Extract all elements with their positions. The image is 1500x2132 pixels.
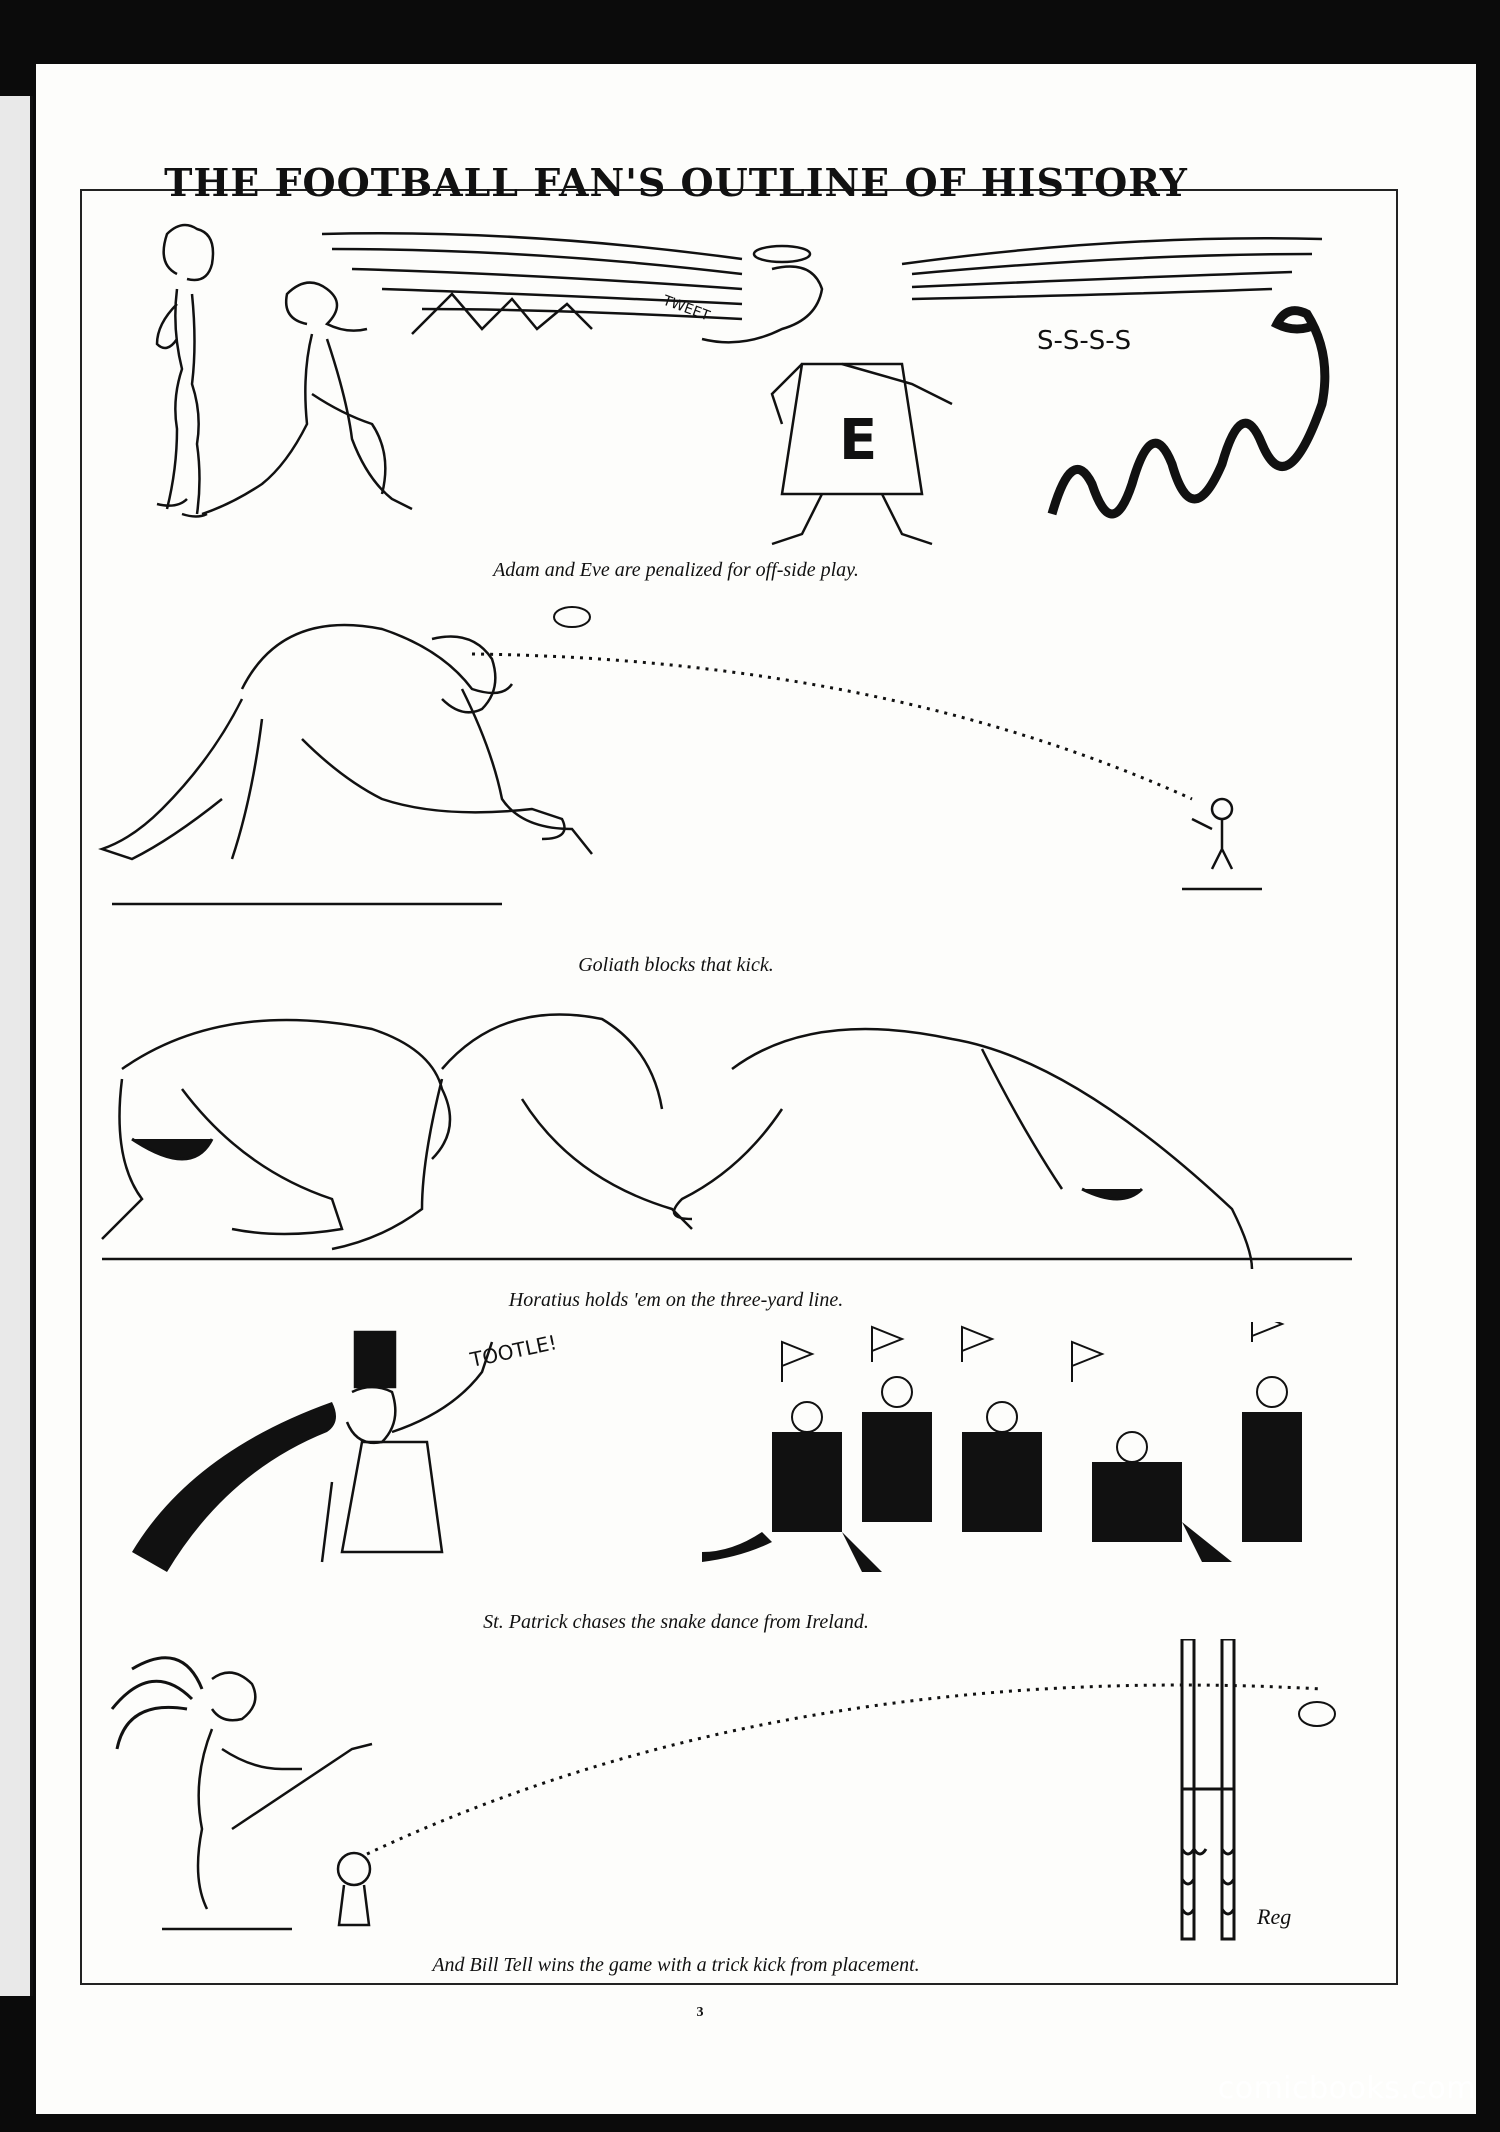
adjacent-page-edge [0, 96, 33, 1996]
goliath-illustration [98, 606, 1262, 906]
caption-adam-and-eve: Adam and Eve are penalized for off-side … [493, 559, 859, 581]
watermark-text: comicbooks.com [1217, 2071, 1476, 2106]
caption-st-patrick: St. Patrick chases the snake dance from … [483, 1611, 869, 1633]
panel-bill-tell: Reg [82, 1639, 1392, 1949]
dancer-faces [791, 1376, 1288, 1463]
goliath-figure [98, 623, 593, 906]
st-patrick-illustration: TOOTLE! [132, 1322, 1302, 1572]
page-border [80, 189, 1398, 1985]
pennants [781, 1322, 1285, 1382]
bill-tell-illustration: Reg [110, 1639, 1336, 1941]
comic-page: THE FOOTBALL FAN'S OUTLINE OF HISTORY [36, 64, 1476, 2114]
adam-figure [155, 223, 215, 518]
panel-horatius [82, 989, 1392, 1279]
football-icon [1298, 1701, 1336, 1727]
snake-hiss: S-S-S-S [1037, 326, 1131, 356]
kick-trajectory-dots [366, 1683, 1323, 1856]
caption-horatius: Horatius holds 'em on the three-yard lin… [508, 1289, 844, 1311]
david-kicker-figure [1182, 797, 1262, 891]
snake-figure [1047, 306, 1330, 519]
st-patrick-figure [320, 1330, 494, 1563]
page-title: THE FOOTBALL FAN'S OUTLINE OF HISTORY [164, 160, 1188, 205]
artist-signature: Reg [1256, 1904, 1291, 1929]
baby-figure [336, 1851, 372, 1927]
referee-angel-figure [321, 232, 1323, 546]
jersey-letter: E [839, 408, 877, 473]
panel-goliath [82, 599, 1392, 939]
kick-trajectory-dots [471, 652, 1193, 801]
page-number: 3 [696, 2005, 704, 2020]
snake-dancers-figures [702, 1412, 1302, 1572]
linemen-figures [101, 1013, 1352, 1270]
caption-goliath: Goliath blocks that kick. [578, 954, 774, 976]
snake-ribbon [132, 1402, 336, 1572]
goal-posts [1180, 1639, 1236, 1941]
tootle-sound: TOOTLE! [467, 1330, 559, 1372]
panel-st-patrick: TOOTLE! [82, 1322, 1392, 1602]
eve-figure [201, 281, 413, 516]
caption-bill-tell: And Bill Tell wins the game with a trick… [432, 1954, 920, 1976]
tweet-sound: TWEET [660, 292, 713, 324]
horatius-illustration [101, 1013, 1352, 1270]
adam-eve-illustration: TWEET E S-S-S-S [155, 223, 1330, 546]
bill-tell-kicker-figure [110, 1656, 373, 1931]
panel-adam-and-eve: TWEET E S-S-S-S [82, 214, 1392, 554]
football-icon [553, 606, 591, 628]
